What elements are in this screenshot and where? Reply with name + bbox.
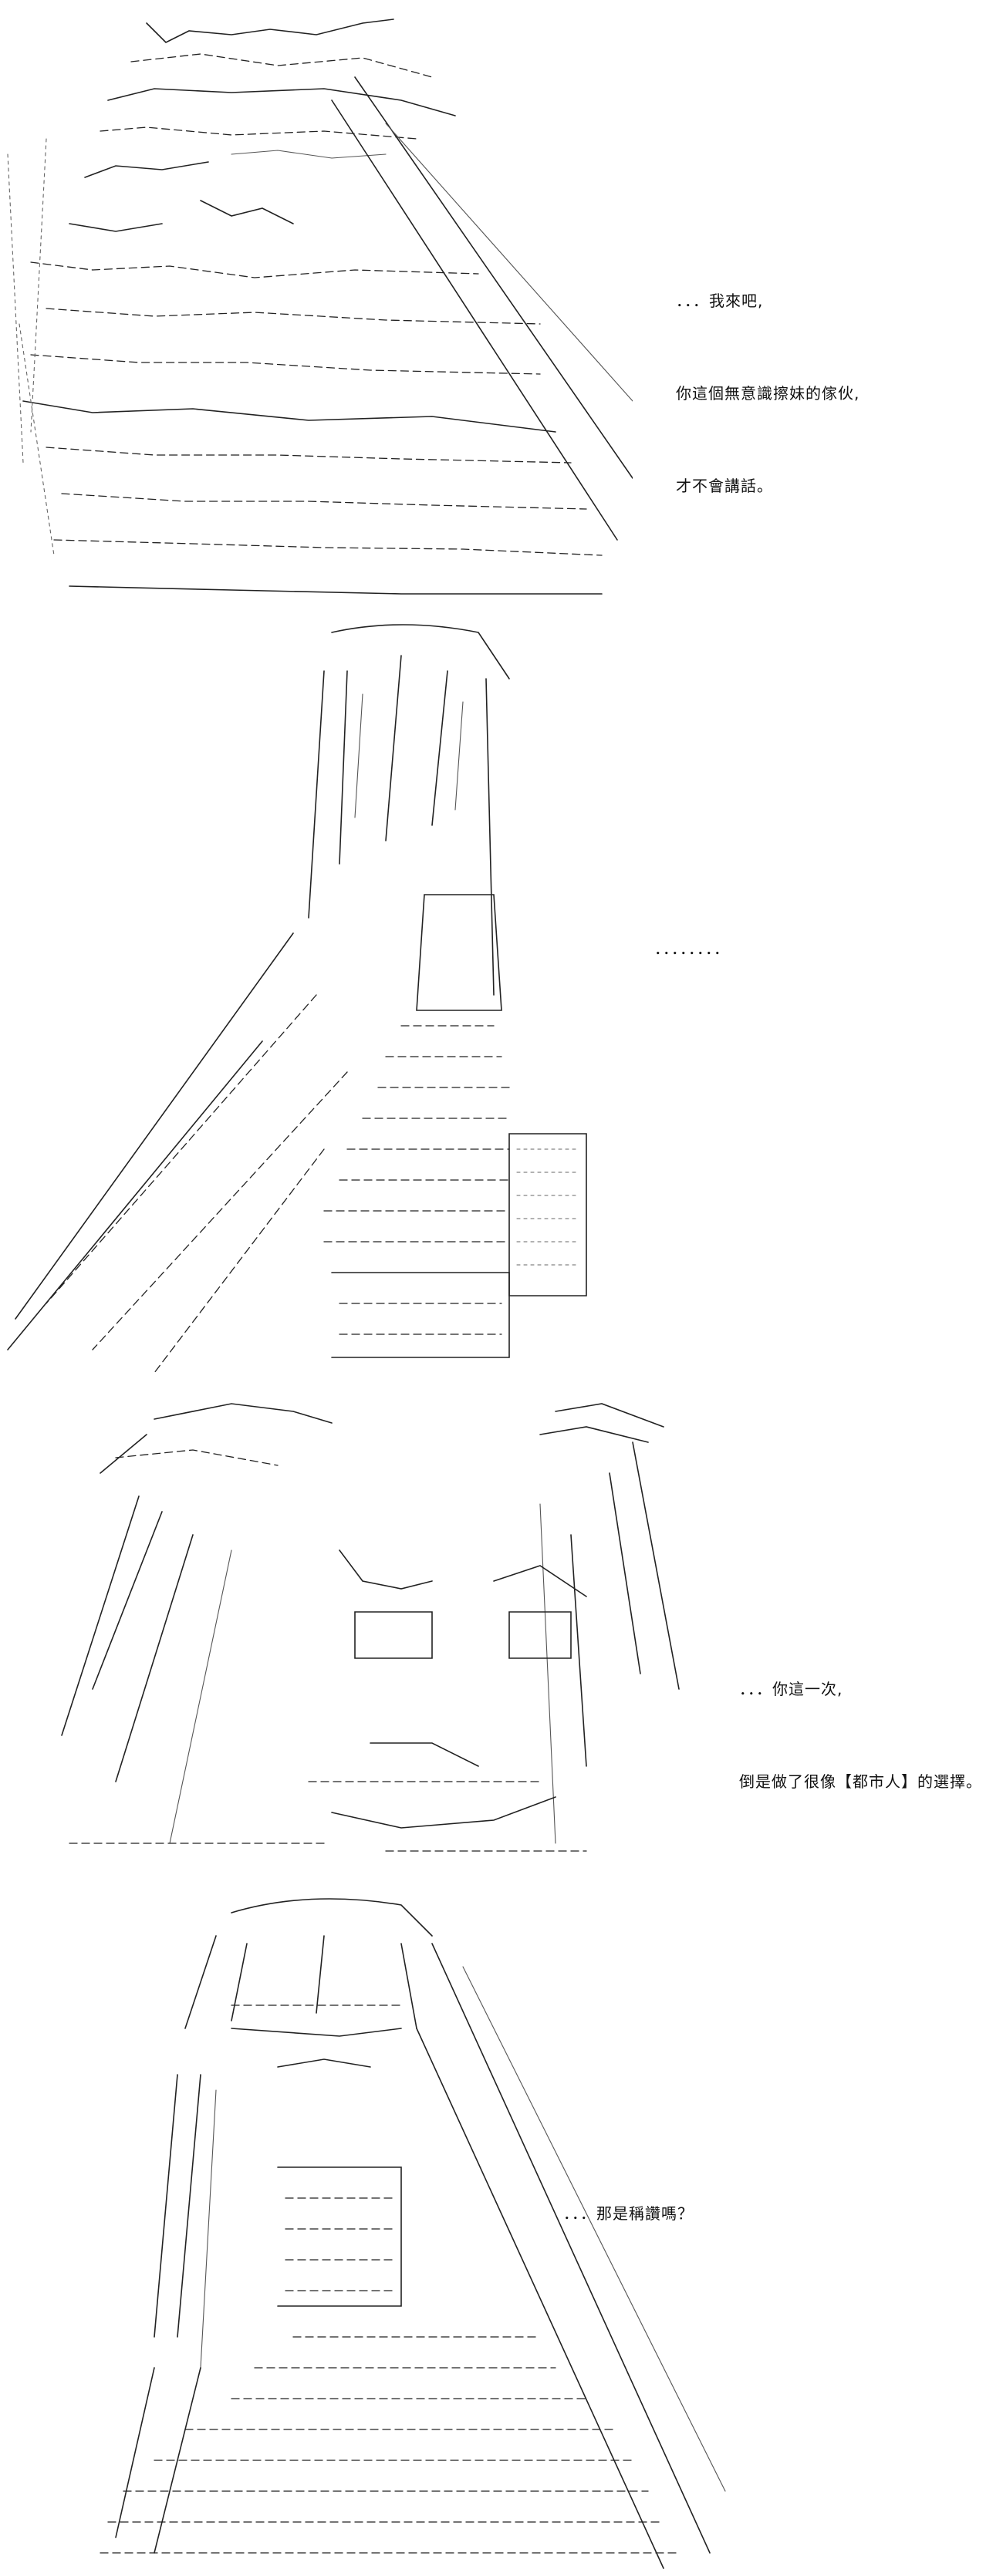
dialogue-line: ．．．我來吧,: [676, 292, 764, 310]
dialogue-line: 倒是做了很像【都市人】的選擇。: [739, 1772, 982, 1791]
dialogue-line: 才不會講話。: [676, 477, 773, 495]
dialogue-block-3: ．．．你這一次, 倒是做了很像【都市人】的選擇。: [739, 1612, 982, 1859]
panel-2: ．．．．．．．．: [0, 609, 1003, 1381]
ascii-art-character-3: [61, 1403, 680, 1852]
dialogue-line: ．．．那是稱讚嗎？: [563, 2204, 694, 2223]
dialogue-line: ．．．．．．．．: [654, 939, 730, 958]
panel-1: ．．．我來吧, 你這個無意識擦妹的傢伙, 才不會講話。: [0, 0, 1003, 609]
dialogue-line: 你這個無意識擦妹的傢伙,: [676, 384, 860, 403]
ascii-art-character-4: [100, 1898, 726, 2569]
dialogue-block-4: ．．．那是稱讚嗎？: [563, 2136, 694, 2291]
ascii-art-character-2: [7, 624, 587, 1374]
panel-4: ．．．那是稱讚嗎？: [0, 1874, 1003, 2576]
panel-3: ．．．你這一次, 倒是做了很像【都市人】的選擇。: [0, 1381, 1003, 1874]
dialogue-block-1: ．．．我來吧, 你這個無意識擦妹的傢伙, 才不會講話。: [676, 224, 859, 563]
dialogue-line: ．．．你這一次,: [739, 1680, 843, 1698]
dialogue-block-2: ．．．．．．．．: [654, 872, 730, 1026]
ascii-art-character-1: [7, 19, 633, 595]
